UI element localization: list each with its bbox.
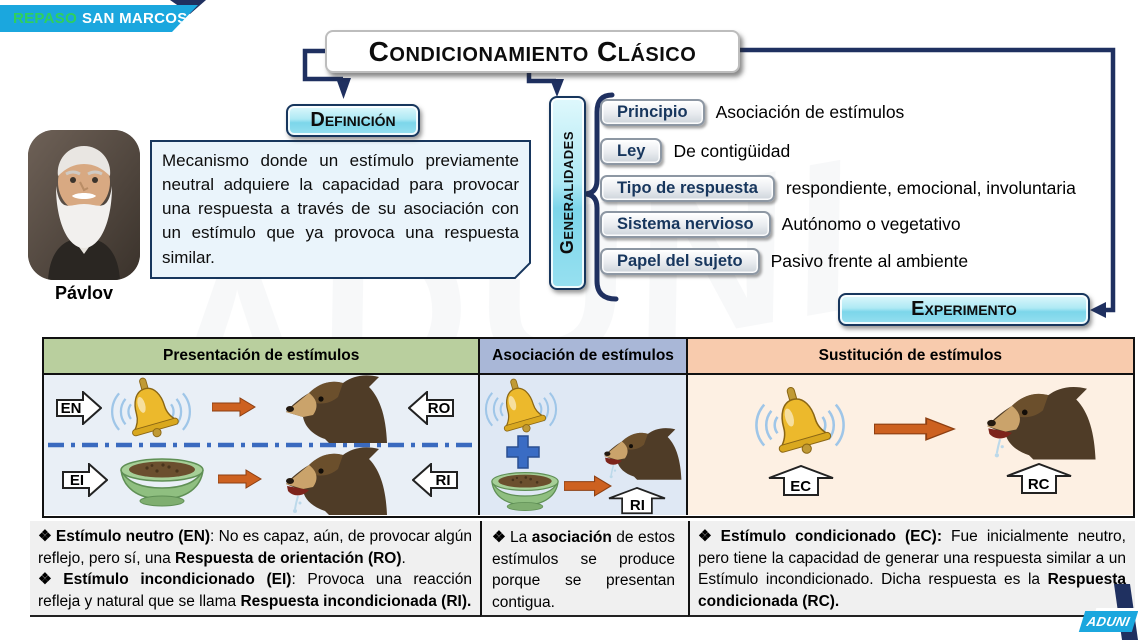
dog-drooling-icon: [603, 427, 683, 481]
dog-drooling-icon: [985, 385, 1097, 461]
ley-value: De contigüidad: [673, 141, 791, 161]
note-estimulo-neutro: ❖Estímulo neutro (EN): No es capaz, aún,…: [38, 528, 472, 567]
notes-presentacion: ❖Estímulo neutro (EN): No es capaz, aún,…: [30, 521, 480, 617]
notes-asociacion: ❖La asociación de estos estímulos se pro…: [480, 521, 688, 617]
tag-rc: RC: [1004, 463, 1074, 495]
definition-box-fold: [514, 262, 531, 279]
bullet-icon: ❖: [698, 528, 717, 545]
bullet-icon: ❖: [38, 571, 60, 589]
header-sustitucion: Sustitución de estímulos: [687, 339, 1134, 373]
tag-ri: RI: [412, 463, 458, 497]
ley-button: Ley: [600, 138, 663, 165]
page-title-box: Condicionamiento Clásico: [325, 30, 740, 73]
gen-row-tipo-de-respuesta: Tipo de respuesta respondiente, emociona…: [600, 175, 1076, 202]
food-bowl-icon: [120, 458, 204, 507]
gen-row-principio: Principio Asociación de estímulos: [600, 99, 904, 126]
cell-presentacion: EN RO EI RI: [44, 375, 481, 515]
note-asociacion: ❖La asociación de estos estímulos se pro…: [492, 529, 675, 612]
banner-brand-white: SAN MARCOS: [82, 10, 188, 27]
bell-icon: [111, 375, 191, 441]
definition-box: Mecanismo donde un estímulo previamente …: [150, 140, 531, 279]
sistema-nervioso-value: Autónomo o vegetativo: [781, 214, 961, 234]
dog-drooling-icon: [285, 446, 388, 515]
tag-ec: EC: [766, 465, 836, 497]
aduni-logo: ADUNI: [1078, 611, 1138, 632]
principio-button: Principio: [600, 99, 705, 126]
dash-dot-divider: [48, 442, 476, 448]
sistema-nervioso-button: Sistema nervioso: [600, 211, 771, 238]
aduni-logo-line: [1095, 608, 1137, 611]
experiment-table: Presentación de estímulos Asociación de …: [42, 337, 1135, 518]
papel-del-sujeto-button: Papel del sujeto: [600, 248, 760, 275]
cell-sustitucion: EC RC: [687, 375, 1134, 515]
bell-icon: [754, 383, 845, 459]
page-title: Condicionamiento Clásico: [368, 35, 697, 67]
notes-sustitucion: ❖Estímulo condicionado (EC): Fue inicial…: [688, 521, 1135, 617]
bullet-icon: ❖: [492, 529, 507, 546]
tipo-de-respuesta-button: Tipo de respuesta: [600, 175, 775, 202]
gen-row-papel-del-sujeto: Papel del sujeto Pasivo frente al ambien…: [600, 248, 968, 275]
arrow-right-icon: [873, 417, 955, 441]
papel-del-sujeto-value: Pasivo frente al ambiente: [770, 251, 969, 271]
banner-brand-green: REPASO: [13, 10, 78, 27]
tag-ei: EI: [62, 463, 108, 497]
bell-icon: [485, 375, 558, 437]
repaso-san-marcos-banner: REPASO SAN MARCOS: [0, 5, 198, 32]
generalidades-heading-label: Generalidades: [557, 131, 577, 255]
arrow-right-icon: [212, 397, 256, 417]
definition-text: Mecanismo donde un estímulo previamente …: [162, 151, 519, 267]
header-asociacion: Asociación de estímulos: [480, 339, 688, 373]
tag-ro: RO: [408, 391, 454, 425]
note-estimulo-incondicionado: ❖Estímulo incondicionado (EI): Provoca u…: [38, 571, 472, 611]
cell-asociacion: RI: [480, 375, 688, 515]
tag-en: EN: [56, 391, 102, 425]
experiment-table-header: Presentación de estímulos Asociación de …: [44, 339, 1134, 375]
header-presentacion: Presentación de estímulos: [44, 339, 481, 373]
definicion-heading-label: Definición: [310, 109, 396, 131]
experimento-heading-label: Experimento: [911, 298, 1017, 320]
pavlov-caption: Pávlov: [54, 283, 114, 303]
tag-ri-association: RI: [606, 487, 668, 515]
notes-row: ❖Estímulo neutro (EN): No es capaz, aún,…: [30, 521, 1135, 617]
arrow-right-icon: [218, 469, 262, 489]
food-bowl-icon: [491, 472, 560, 512]
dog-icon: [286, 375, 387, 443]
note-estimulo-condicionado: ❖Estímulo condicionado (EC): Fue inicial…: [698, 528, 1126, 611]
gen-row-sistema-nervioso: Sistema nervioso Autónomo o vegetativo: [600, 211, 961, 238]
principio-value: Asociación de estímulos: [715, 102, 905, 122]
experimento-heading: Experimento: [838, 293, 1090, 326]
plus-icon: [506, 435, 541, 469]
gen-row-ley: Ley De contigüidad: [600, 138, 790, 165]
pavlov-photo: [28, 130, 140, 280]
definicion-heading: Definición: [286, 104, 420, 137]
tipo-de-respuesta-value: respondiente, emocional, involuntaria: [785, 178, 1076, 198]
generalidades-heading: Generalidades: [549, 96, 586, 290]
bullet-icon: ❖: [38, 528, 52, 545]
